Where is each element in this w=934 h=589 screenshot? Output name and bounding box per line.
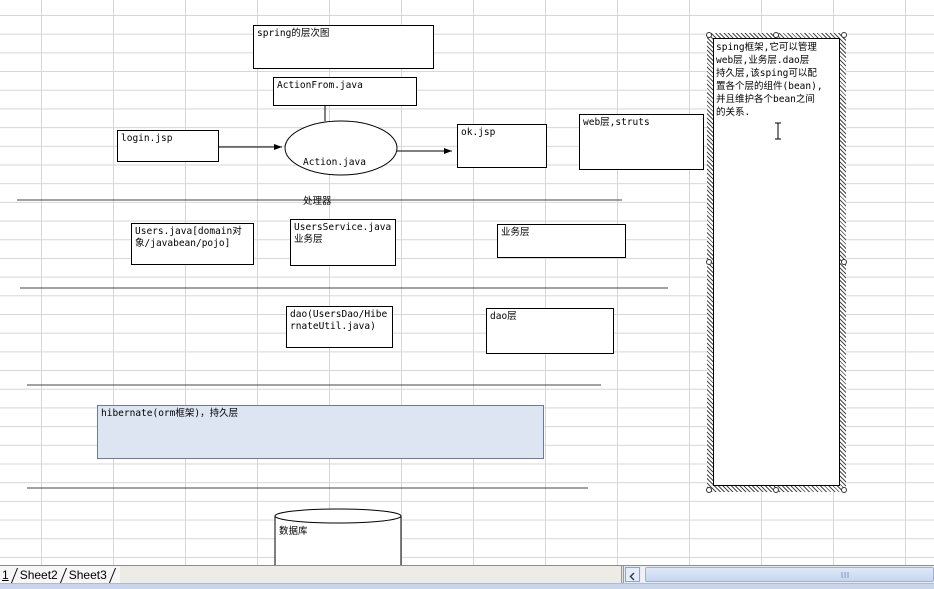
resize-handle-bottom-right[interactable]	[841, 487, 847, 493]
tab-sheet3[interactable]: Sheet3	[67, 567, 116, 583]
users-domain-box[interactable]: Users.java[domain对 象/javabean/pojo]	[131, 223, 254, 265]
users-service-box[interactable]: UsersService.java 业务层	[290, 219, 396, 266]
resize-handle-left[interactable]	[706, 259, 712, 265]
chevron-left-icon	[629, 572, 635, 581]
note-text[interactable]: sping框架,它可以管理 web层,业务层.dao层 持久层,该sping可以…	[713, 38, 840, 486]
tab-sheet1-label: 1	[2, 567, 9, 582]
tab-sheet2-label: Sheet2	[19, 567, 58, 582]
sheet-tabs: 1 Sheet2 Sheet3	[0, 566, 120, 583]
resize-handle-bottom[interactable]	[773, 487, 779, 493]
grip-icon	[841, 572, 849, 578]
spreadsheet-grid[interactable]: spring的层次图 ActionFrom.java login.jsp Act…	[0, 0, 934, 565]
resize-handle-bottom-left[interactable]	[706, 487, 712, 493]
scrollbar-thumb[interactable]	[645, 567, 934, 582]
database-cylinder[interactable]	[274, 508, 402, 565]
database-label: 数据库	[279, 526, 308, 537]
diagram-canvas	[17, 106, 668, 565]
service-layer-box[interactable]: 业务层	[497, 224, 626, 258]
dao-layer-box[interactable]: dao层	[486, 308, 614, 354]
text-cursor-icon	[775, 122, 781, 140]
sheet-tab-bar: 1 Sheet2 Sheet3	[0, 565, 934, 583]
resize-handle-top-right[interactable]	[841, 32, 847, 38]
action-ellipse-text: Action.java 处理器	[303, 130, 366, 234]
diagram-title-box[interactable]: spring的层次图	[253, 25, 434, 69]
tab-sheet3-label: Sheet3	[68, 567, 107, 582]
action-role-label: 处理器	[303, 196, 332, 207]
dao-box[interactable]: dao(UsersDao/Hibe rnateUtil.java)	[286, 306, 393, 348]
scroll-left-button[interactable]	[625, 567, 640, 582]
action-ellipse[interactable]	[284, 120, 398, 176]
resize-handle-right[interactable]	[841, 259, 847, 265]
selected-note-textbox[interactable]: sping框架,它可以管理 web层,业务层.dao层 持久层,该sping可以…	[707, 33, 846, 492]
login-jsp-box[interactable]: login.jsp	[117, 130, 219, 162]
tab-split-handle[interactable]	[621, 566, 624, 583]
horizontal-scrollbar[interactable]	[641, 567, 934, 582]
resize-handle-top-left[interactable]	[706, 32, 712, 38]
actionform-box[interactable]: ActionFrom.java	[273, 77, 417, 106]
resize-handle-top[interactable]	[773, 32, 779, 38]
ok-jsp-box[interactable]: ok.jsp	[457, 124, 547, 168]
status-strip	[0, 583, 934, 589]
tab-sheet1[interactable]: 1	[0, 567, 18, 583]
hibernate-box[interactable]: hibernate(orm框架)，持久层	[97, 405, 544, 459]
action-name-label: Action.java	[303, 157, 366, 168]
tab-sheet2[interactable]: Sheet2	[18, 567, 67, 583]
web-layer-box[interactable]: web层,struts	[579, 114, 704, 170]
